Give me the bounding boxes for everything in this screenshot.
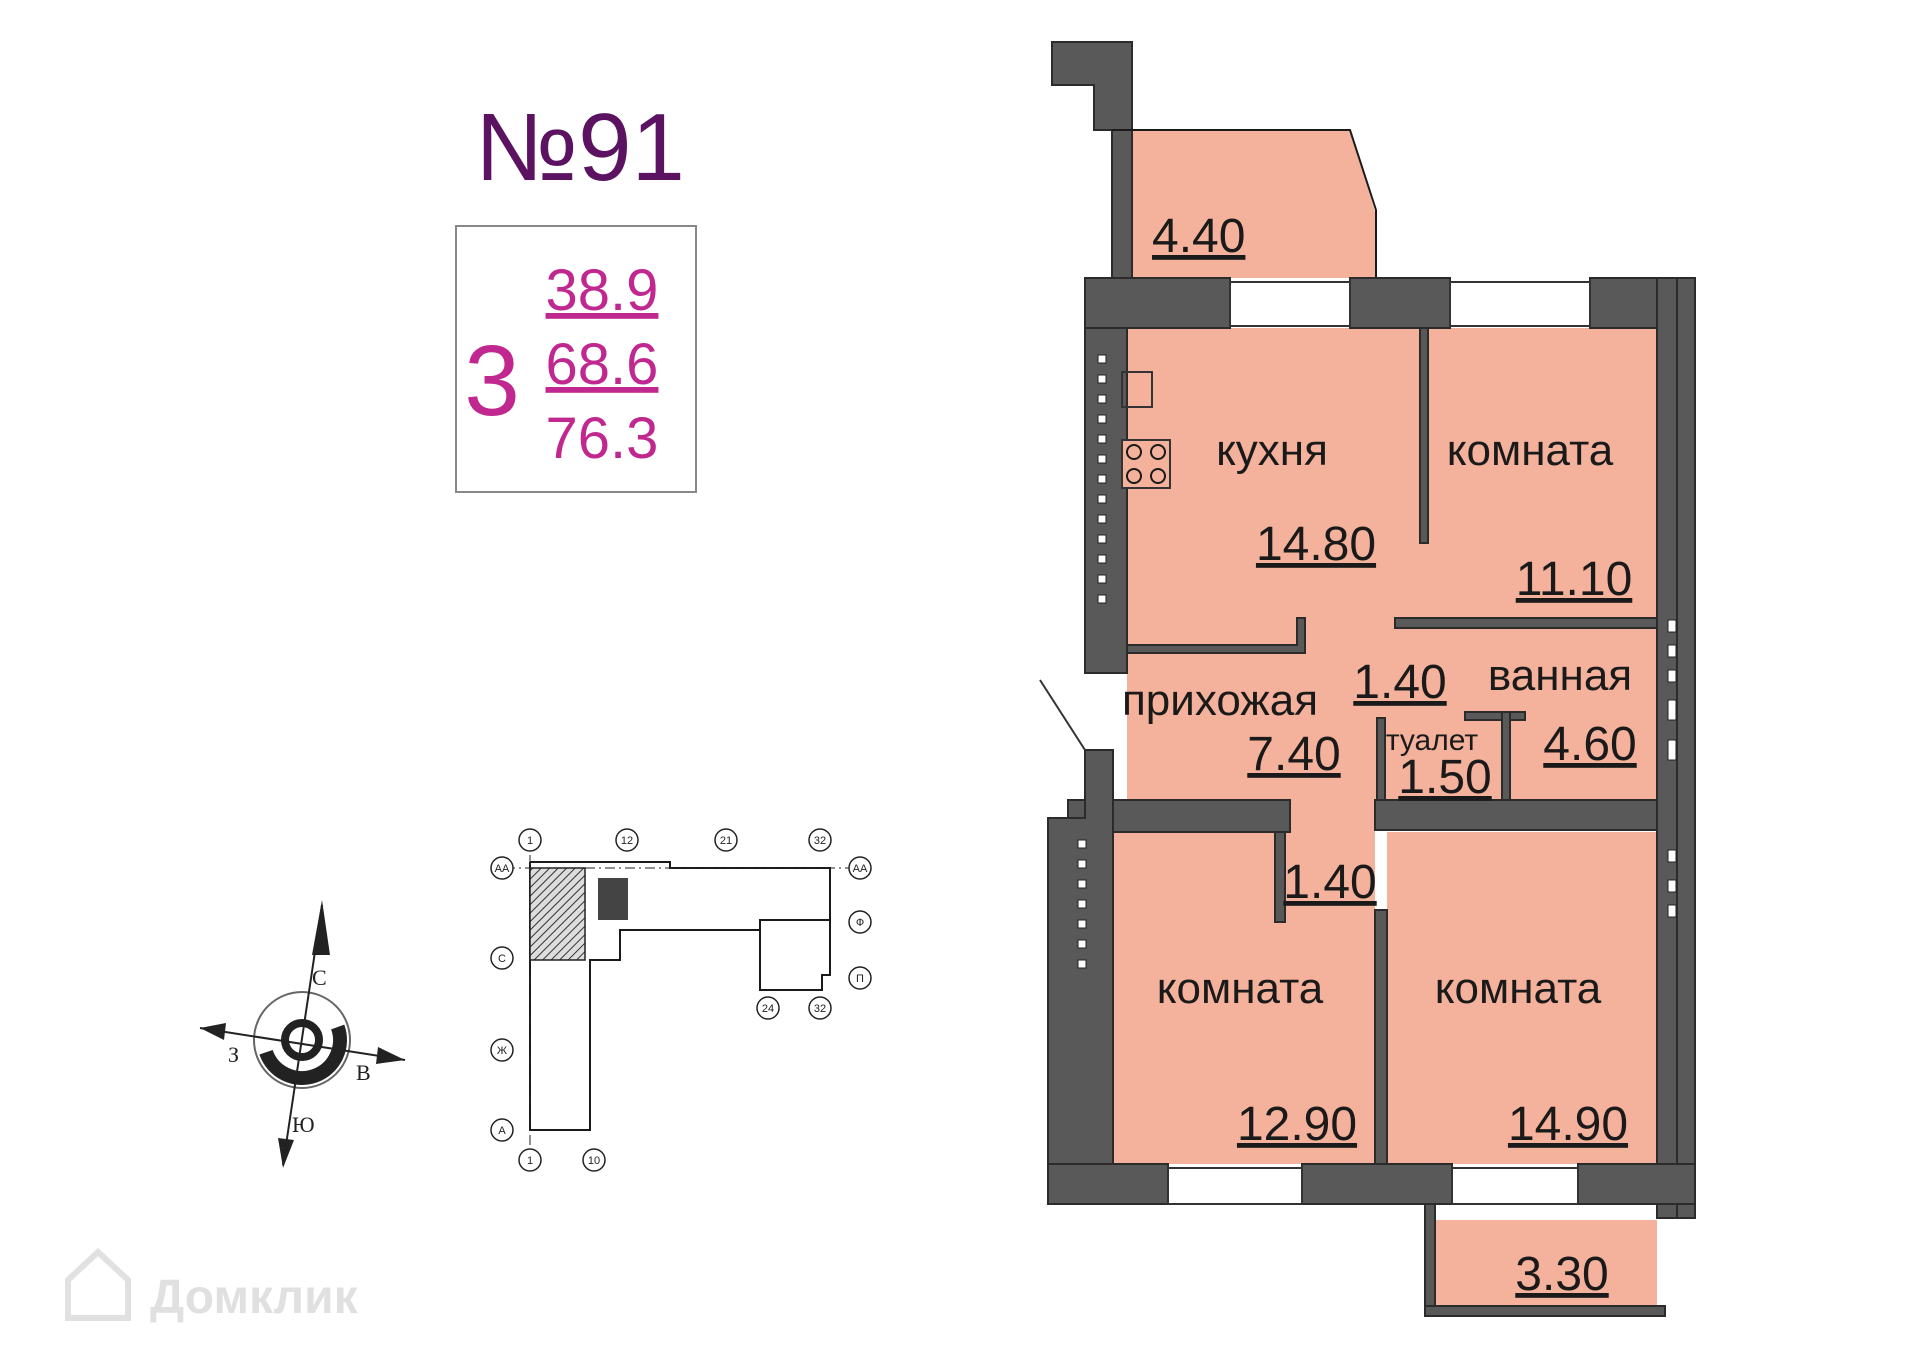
wall-bottom-1 — [1047, 1163, 1169, 1205]
total-area: 76.3 — [546, 406, 659, 471]
wall-top-1 — [1084, 277, 1231, 329]
stove-icon — [1121, 439, 1171, 489]
axis-left-4: А — [498, 1125, 506, 1137]
compass-ring — [257, 995, 347, 1085]
axis-bottom-1: 24 — [762, 1003, 774, 1015]
axis-right-1: АА — [853, 863, 868, 875]
axis-right-3: П — [856, 973, 864, 985]
room-bottom-right-name: комната — [1435, 964, 1602, 1013]
window-room-bottom-left — [1167, 1167, 1303, 1205]
room-bottom-right-area: 14.90 — [1508, 1098, 1628, 1151]
room-top-right-area: 11.10 — [1516, 553, 1633, 606]
wall-top-2 — [1349, 277, 1451, 329]
wall-middle-right — [1374, 799, 1658, 831]
wall-toilet-left — [1376, 717, 1386, 801]
corridor-area: 1.40 — [1353, 656, 1446, 709]
balcony-top-railing — [1112, 129, 1377, 278]
axis-bottom-4: 10 — [588, 1155, 600, 1167]
compass-outer-ring — [253, 991, 351, 1089]
window-kitchen — [1229, 281, 1351, 327]
axis-left-2: С — [498, 953, 506, 965]
wall-vents — [1077, 354, 1677, 969]
compass-center — [281, 1019, 323, 1061]
kitchen-name: кухня — [1216, 426, 1328, 475]
wall-room-bath — [1394, 617, 1658, 629]
arrow-east-icon — [376, 1047, 405, 1064]
rooms-count: 3 — [464, 325, 520, 437]
compass-east-label: В — [356, 1060, 371, 1085]
balcony-top-area: 4.40 — [1152, 210, 1245, 263]
compass-we-line — [199, 1027, 406, 1061]
wall-toilet-top — [1464, 711, 1526, 721]
wall-bottom-3 — [1577, 1163, 1696, 1205]
toilet-area: 1.50 — [1398, 751, 1491, 804]
wall-right-outer-2 — [1676, 277, 1696, 1219]
axis-top-1: 1 — [527, 835, 533, 847]
hallway-name: прихожая — [1122, 676, 1318, 725]
area-no-balcony: 68.6 — [546, 332, 659, 397]
hallway-area: 7.40 — [1247, 728, 1340, 781]
bathroom-name: ванная — [1488, 651, 1632, 700]
toilet-floor — [1385, 718, 1510, 800]
keyplan-outline-top — [530, 861, 831, 991]
wall-partition-kitchen-room — [1419, 327, 1429, 544]
axis-left-3: Ж — [497, 1045, 507, 1057]
room-top-right-floor — [1427, 328, 1657, 618]
room-top-right-name: комната — [1447, 426, 1614, 475]
axis-left-1: АА — [495, 863, 510, 875]
compass-south-label: Ю — [292, 1112, 315, 1137]
watermark-text: Домклик — [150, 1271, 359, 1324]
axis-top-4: 32 — [814, 835, 826, 847]
watermark-house-icon — [65, 1247, 131, 1321]
wall-left-upper — [1084, 277, 1128, 674]
wall-balcony-bottom-base — [1424, 1305, 1666, 1317]
balcony-bottom-area: 3.30 — [1515, 1248, 1608, 1301]
axis-right-2: Ф — [856, 917, 864, 929]
watermark: Домклик — [65, 1247, 359, 1324]
arrow-west-icon — [200, 1023, 226, 1040]
arrow-south-icon — [278, 1138, 294, 1168]
kitchen-floor — [1127, 328, 1427, 653]
wall-balcony-left — [1051, 41, 1133, 279]
balcony-bottom-floor — [1433, 1220, 1657, 1310]
walls — [1047, 41, 1696, 1317]
compass-west-label: З — [228, 1042, 239, 1067]
axis-top-2: 12 — [621, 835, 633, 847]
room-bottom-left-area: 12.90 — [1237, 1098, 1357, 1151]
window-room-bottom-right — [1451, 1167, 1579, 1205]
area-box — [455, 225, 697, 493]
toilet-name: туалет — [1386, 724, 1479, 757]
entrance-door-icon — [1039, 679, 1086, 751]
wall-rooms-partition — [1374, 909, 1388, 1165]
axis-top-3: 21 — [720, 835, 732, 847]
room-bottom-left-name: комната — [1157, 964, 1324, 1013]
wall-balcony-bottom-left — [1424, 1203, 1436, 1315]
room-bottom-right-floor — [1387, 832, 1657, 1164]
windows — [1167, 281, 1591, 1205]
window-room-top-right — [1449, 281, 1591, 327]
wall-kitchen-bottom — [1126, 617, 1306, 654]
keyplan: 1 12 21 32 АА С Ж А АА Ф П 24 32 1 10 — [490, 828, 872, 1172]
keyplan-highlighted-section — [529, 867, 586, 961]
living-area: 38.9 — [546, 258, 659, 323]
compass-north-label: С — [312, 965, 327, 990]
bathroom-area: 4.60 — [1543, 718, 1636, 771]
balcony-top-floor — [1112, 130, 1376, 278]
keyplan-highlighted-apartment — [598, 878, 628, 920]
arrow-north-icon — [312, 900, 330, 955]
axis-bottom-3: 1 — [527, 1155, 533, 1167]
wall-corridor-left — [1274, 831, 1286, 923]
compass: С Ю В З — [199, 900, 406, 1168]
wall-toilet-right — [1501, 711, 1511, 801]
apartment-number: №91 — [475, 94, 685, 201]
kitchen-area: 14.80 — [1256, 518, 1376, 571]
keyplan-outline-wing — [529, 862, 761, 1131]
room-bottom-left-floor — [1113, 832, 1375, 1164]
wall-bottom-2 — [1301, 1163, 1453, 1205]
axis-bottom-2: 32 — [814, 1003, 826, 1015]
sink-icon — [1121, 371, 1153, 408]
corridor-lower-area: 1.40 — [1283, 856, 1376, 909]
